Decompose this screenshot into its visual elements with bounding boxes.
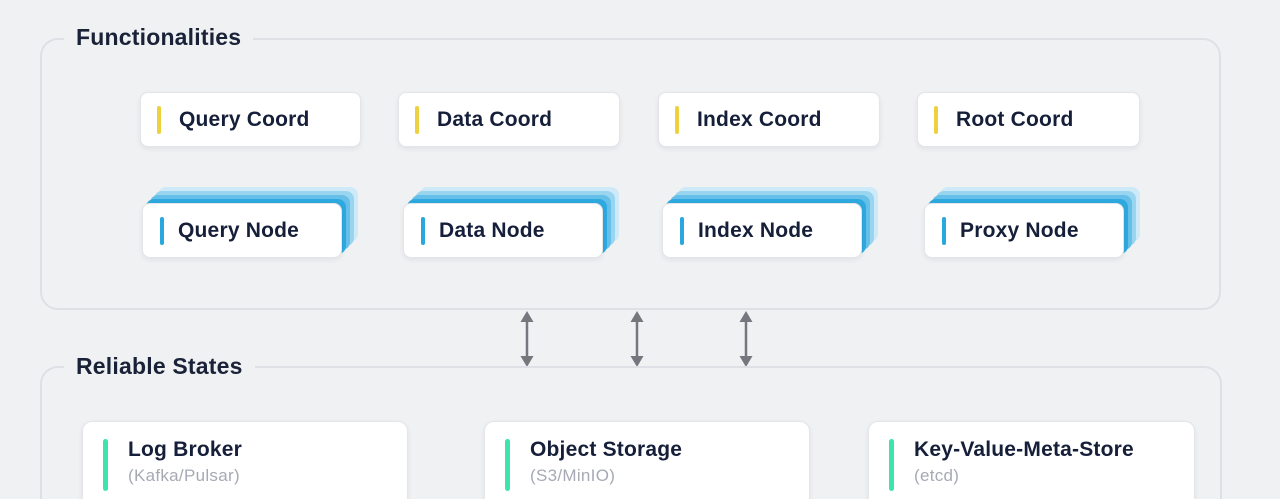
node-card-label: Data Node [439,218,545,242]
node-card-label: Proxy Node [960,218,1079,242]
node-stack-query: Query Node [142,187,358,258]
state-card-log-broker: Log Broker (Kafka/Pulsar) [82,421,408,499]
coord-card-label: Query Coord [179,107,310,131]
node-card-label: Query Node [178,218,300,242]
coord-card-index: Index Coord [658,92,880,147]
green-accent-bar [889,439,894,491]
reliable-states-section [40,366,1222,499]
blue-accent-bar [942,216,946,245]
blue-accent-bar [421,216,425,245]
coord-card-label: Root Coord [956,107,1074,131]
blue-accent-bar [160,216,164,245]
yellow-accent-bar [415,105,419,134]
node-card-label: Index Node [698,218,814,242]
functionalities-section [40,38,1221,310]
node-card-data: Data Node [403,203,603,258]
double-arrow-icon [520,311,534,367]
coord-card-label: Index Coord [697,107,822,131]
state-card-subtitle: (etcd) [914,466,960,485]
state-card-subtitle: (Kafka/Pulsar) [128,466,240,485]
state-card-object-storage: Object Storage (S3/MinIO) [484,421,810,499]
double-arrow-icon [739,311,753,367]
yellow-accent-bar [675,105,679,134]
yellow-accent-bar [157,105,161,134]
green-accent-bar [103,439,108,491]
blue-accent-bar [680,216,684,245]
coord-card-data: Data Coord [398,92,620,147]
state-card-key-value-meta-store: Key-Value-Meta-Store (etcd) [868,421,1195,499]
state-card-text: Log Broker (Kafka/Pulsar) [128,437,242,499]
state-card-title: Key-Value-Meta-Store [914,438,1134,461]
reliable-states-title: Reliable States [64,352,255,380]
yellow-accent-bar [934,105,938,134]
state-card-text: Key-Value-Meta-Store (etcd) [914,437,1134,499]
node-card-index: Index Node [662,203,862,258]
node-card-query: Query Node [142,203,342,258]
functionalities-title: Functionalities [64,23,254,51]
node-card-proxy: Proxy Node [924,203,1124,258]
state-card-title: Object Storage [530,438,683,461]
coord-card-label: Data Coord [437,107,553,131]
coord-card-query: Query Coord [140,92,361,147]
state-card-subtitle: (S3/MinIO) [530,466,616,485]
green-accent-bar [505,439,510,491]
double-arrow-icon [630,311,644,367]
node-stack-index: Index Node [662,187,878,258]
state-card-text: Object Storage (S3/MinIO) [530,437,682,499]
state-card-title: Log Broker [128,438,243,461]
coord-card-root: Root Coord [917,92,1140,147]
node-stack-data: Data Node [403,187,619,258]
node-stack-proxy: Proxy Node [924,187,1140,258]
